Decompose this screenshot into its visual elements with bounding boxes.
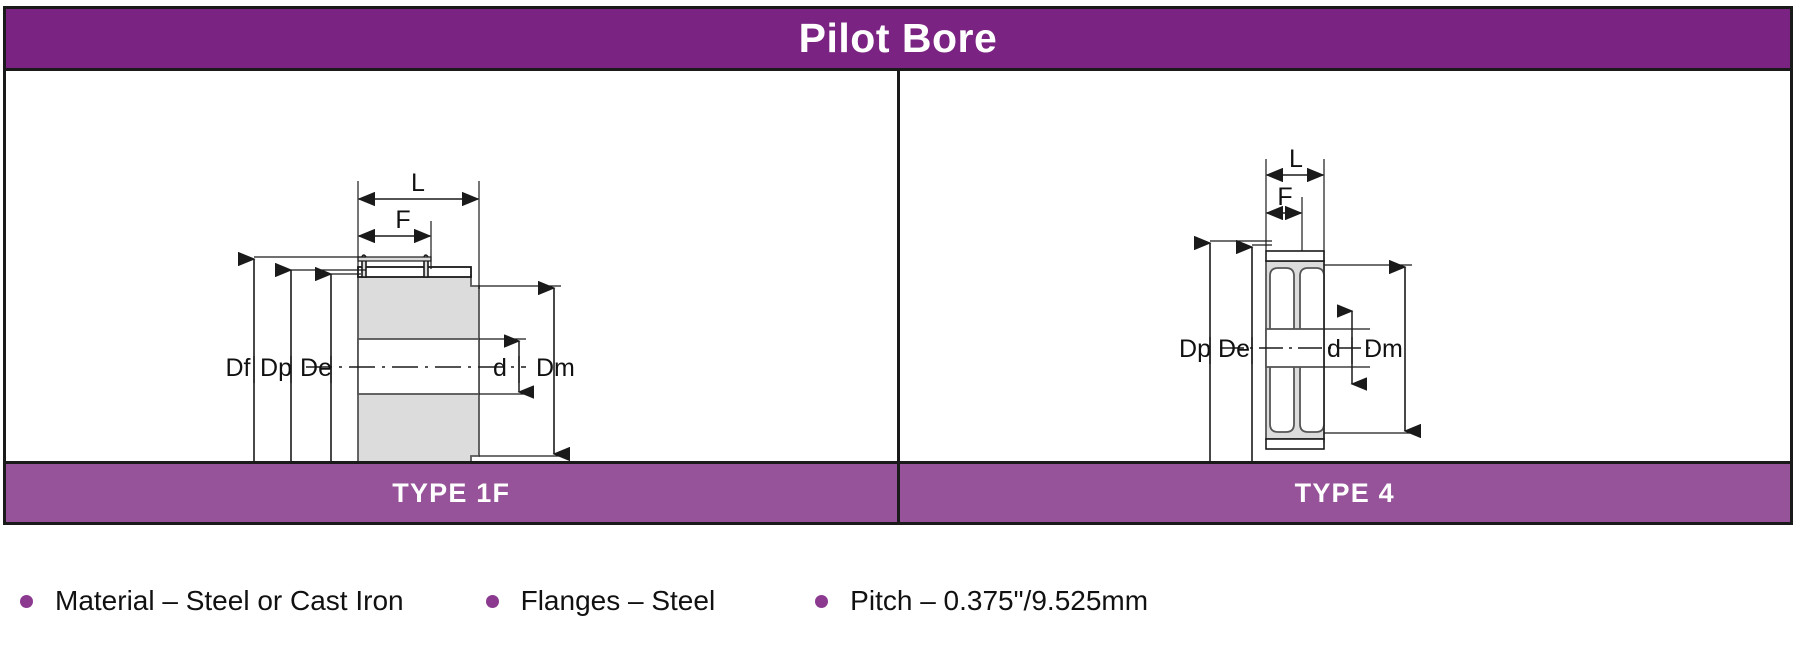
type-label-1f: TYPE 1F (392, 477, 511, 508)
label-De: De (300, 354, 332, 382)
label-L: L (411, 169, 425, 197)
label-Dp: Dp (260, 354, 292, 382)
page-title: Pilot Bore (798, 15, 998, 61)
bullet-pitch-text: Pitch – 0.375"/9.525mm (850, 585, 1149, 616)
flange-seat-top (357, 256, 432, 262)
web-pocket-upper-right (1298, 267, 1325, 339)
type-cell-4: TYPE 4 (899, 464, 1790, 522)
belt-land (1264, 250, 1325, 262)
belt-land-bottom (1264, 438, 1325, 450)
figure-cell-type-4: L F Dp De d Dm (900, 71, 1791, 461)
label-d: d (1327, 335, 1341, 363)
bullet-flanges: Flanges – Steel (485, 585, 716, 617)
specification-bullets: Material – Steel or Cast Iron Flanges – … (10, 585, 1790, 665)
type-1f-drawing: L F Df Dp De d Dm (226, 169, 575, 461)
bullet-material: Material – Steel or Cast Iron (20, 585, 404, 617)
label-De: De (1218, 335, 1250, 363)
bullet-pitch: Pitch – 0.375"/9.525mm (815, 585, 1148, 617)
label-L: L (1289, 145, 1303, 173)
label-Dp: Dp (1179, 335, 1211, 363)
type-label-row: TYPE 1F TYPE 4 (6, 461, 1790, 522)
title-bar: Pilot Bore (6, 9, 1790, 71)
label-F: F (1277, 183, 1292, 211)
type-cell-1f: TYPE 1F (6, 464, 900, 522)
figure-row: L F Df Dp De d Dm (6, 71, 1790, 461)
label-F: F (395, 206, 410, 234)
web-pocket-lower-left (1268, 361, 1295, 433)
label-d: d (493, 354, 507, 382)
web-pocket-upper-left (1268, 267, 1295, 339)
bullet-material-text: Material – Steel or Cast Iron (55, 585, 404, 616)
web-pocket-lower-right (1298, 361, 1325, 433)
bullet-dot-icon (20, 594, 33, 608)
figure-cell-type-1f: L F Df Dp De d Dm (6, 71, 900, 461)
label-Dm: Dm (536, 354, 575, 382)
bullet-flanges-text: Flanges – Steel (520, 585, 716, 616)
bullet-dot-icon (485, 594, 499, 608)
pulley-type-table: Pilot Bore (3, 6, 1793, 525)
type-4-drawing: L F Dp De d Dm (1179, 145, 1421, 461)
bullet-dot-icon (815, 594, 829, 608)
label-Df: Df (226, 354, 251, 382)
label-Dm: Dm (1364, 335, 1403, 363)
belt-land (357, 266, 472, 278)
type-label-4: TYPE 4 (1294, 477, 1395, 508)
